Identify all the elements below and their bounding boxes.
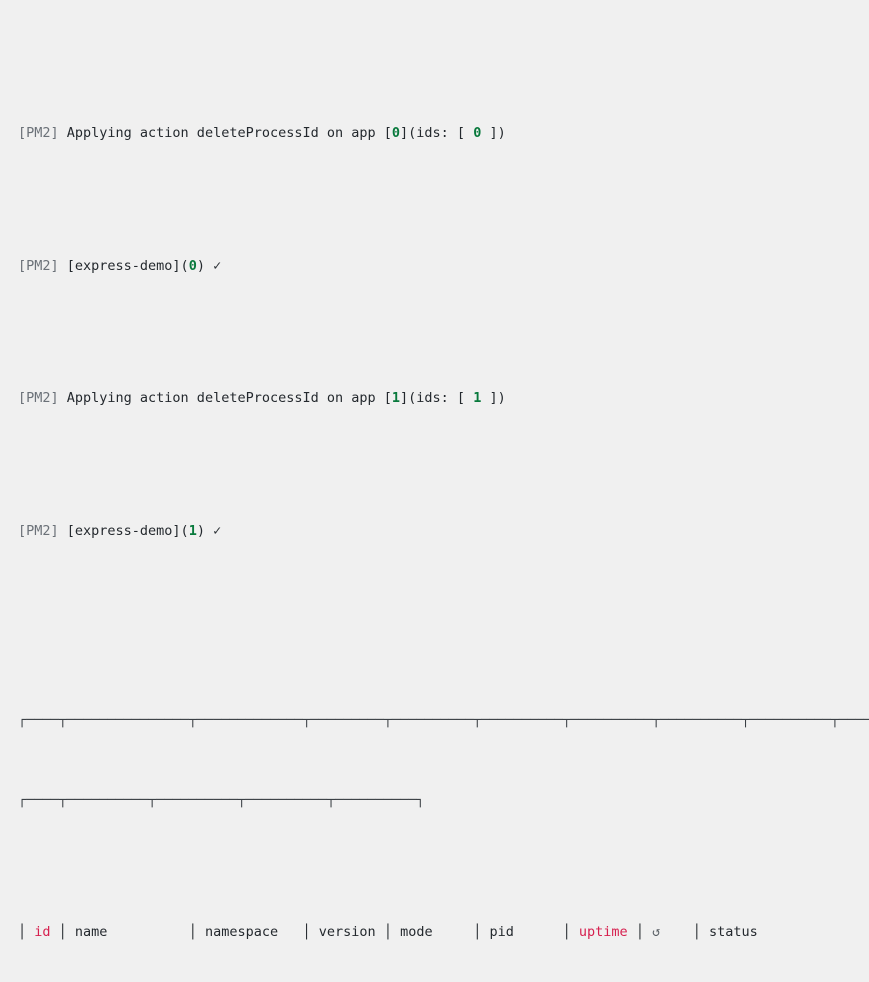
log-text: ) [197,258,213,274]
cell-sep: │ [628,924,652,940]
app-id: 0 [392,125,400,141]
app-index: 1 [189,523,197,539]
header-uptime[interactable]: uptime [579,924,628,940]
cell-sep: │ [376,924,400,940]
pm2-tag: [PM2] [18,523,59,539]
log-text: ) [197,523,213,539]
check-icon: ✓ [213,258,221,274]
log-text: ](ids: [ [400,125,473,141]
table-header-row: │ id │ name │ namespace │ version │ mode… [18,919,869,946]
table-top-border: ┌────┬───────────────┬─────────────┬────… [18,707,869,734]
process-table: ┌────┬───────────────┬─────────────┬────… [18,628,869,982]
log-text: Applying action deleteProcessId on app [ [59,125,392,141]
header-mode[interactable]: mode [400,924,433,940]
header-pid[interactable]: pid [490,924,514,940]
header-name[interactable]: name [75,924,108,940]
log-text: ](ids: [ [400,390,473,406]
cell-sep: │ [514,924,579,940]
check-icon: ✓ [213,523,221,539]
log-line: [PM2] Applying action deleteProcessId on… [18,120,869,147]
pm2-tag: [PM2] [18,258,59,274]
cell-sep: │ [660,924,709,940]
pm2-tag: [PM2] [18,125,59,141]
log-line: [PM2] [express-demo](0) ✓ [18,253,869,280]
app-id: 1 [392,390,400,406]
pm2-tag: [PM2] [18,390,59,406]
log-text: ]) [481,125,505,141]
cell-sep: │ [18,924,34,940]
table-top-border-sub: ┌────┬──────────┬──────────┬──────────┬─… [18,787,869,814]
log-text: [express-demo]( [59,523,189,539]
header-version[interactable]: version [319,924,376,940]
cell-sep: │ [51,924,75,940]
header-id[interactable]: id [34,924,50,940]
cell-sep: │ [433,924,490,940]
log-line: [PM2] [express-demo](1) ✓ [18,518,869,545]
restart-icon[interactable]: ↺ [652,924,660,940]
app-index: 0 [189,258,197,274]
header-status[interactable]: status [709,924,758,940]
cell-sep: │ [278,924,319,940]
log-line: [PM2] Applying action deleteProcessId on… [18,385,869,412]
log-text: ]) [481,390,505,406]
header-namespace[interactable]: namespace [205,924,278,940]
cell-sep: │ [107,924,205,940]
log-text: Applying action deleteProcessId on app [ [59,390,392,406]
log-text: [express-demo]( [59,258,189,274]
